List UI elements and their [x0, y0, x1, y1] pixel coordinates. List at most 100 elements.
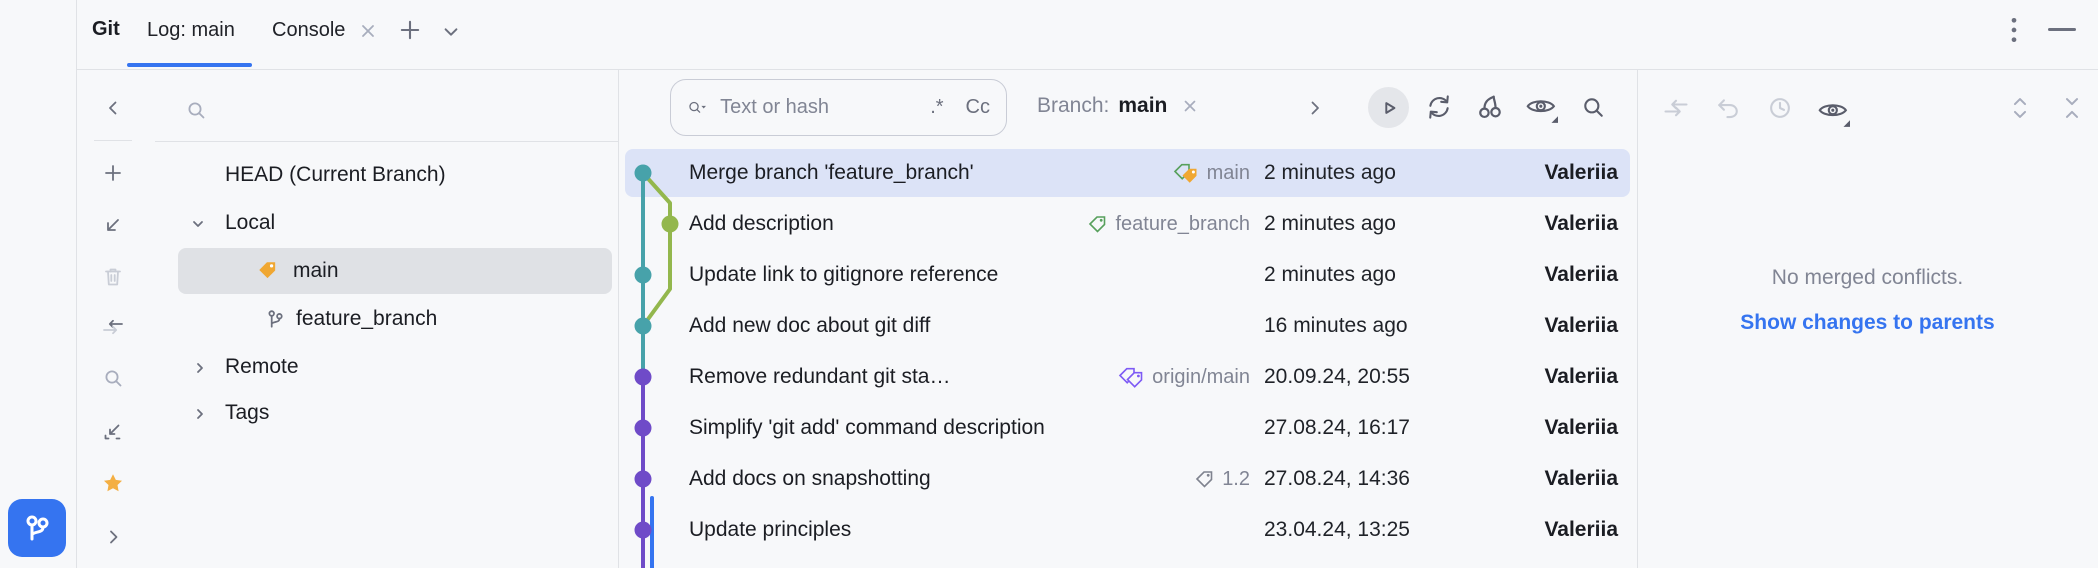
- eye-icon[interactable]: [1816, 96, 1852, 128]
- ref-label: main: [1206, 161, 1250, 184]
- search-icon[interactable]: [101, 366, 125, 390]
- log-search-input[interactable]: [718, 95, 909, 120]
- tree-item-remote[interactable]: Remote: [225, 355, 299, 378]
- remove-filter-icon[interactable]: [1181, 97, 1199, 115]
- tab-log-main[interactable]: Log: main: [147, 19, 235, 41]
- tab-console[interactable]: Console: [272, 19, 346, 41]
- commit-author: Valeriia: [1544, 212, 1618, 235]
- commit-node: [634, 470, 652, 488]
- chevron-collapsed-icon[interactable]: [188, 356, 212, 380]
- commit-message: Remove redundant git sta…: [689, 365, 951, 388]
- commit-message: Merge branch 'feature_branch': [689, 161, 974, 184]
- add-tab-icon[interactable]: [396, 16, 424, 44]
- expand-all-icon[interactable]: [2006, 94, 2034, 122]
- play-icon: [1384, 101, 1395, 114]
- commit-row[interactable]: Add description feature_branch 2 minutes…: [625, 200, 1630, 248]
- regex-toggle[interactable]: .*: [930, 96, 944, 118]
- eye-icon[interactable]: [1524, 92, 1560, 124]
- commit-row[interactable]: Simplify 'git add' command description 2…: [625, 404, 1630, 452]
- search-icon[interactable]: [184, 98, 208, 122]
- minimize-icon[interactable]: [2048, 28, 2076, 31]
- double-tag-icon: [1173, 163, 1197, 183]
- commit-node: [634, 266, 652, 284]
- rollback-icon[interactable]: [1714, 94, 1742, 122]
- commit-author: Valeriia: [1544, 416, 1618, 439]
- delete-icon[interactable]: [101, 265, 125, 289]
- tag-icon: [1196, 470, 1213, 488]
- chevron-right-icon[interactable]: [101, 525, 125, 549]
- show-changes-link[interactable]: Show changes to parents: [1740, 311, 1995, 334]
- branch-filter-value: main: [1118, 94, 1168, 117]
- commit-row[interactable]: Update link to gitignore reference 2 min…: [625, 251, 1630, 299]
- commit-author: Valeriia: [1544, 161, 1618, 184]
- commit-message: Update link to gitignore reference: [689, 263, 999, 286]
- merge-conflicts-status: No merged conflicts.: [1771, 266, 1964, 289]
- commit-row[interactable]: Add new doc about git diff 16 minutes ag…: [625, 302, 1630, 350]
- collapse-diagonal-icon[interactable]: [101, 419, 125, 443]
- checkout-arrow-icon[interactable]: [101, 213, 125, 237]
- commit-date: 27.08.24, 16:17: [1264, 416, 1410, 439]
- branch-filter[interactable]: Branch: main: [1037, 94, 1199, 118]
- commit-node: [634, 164, 652, 182]
- commit-refs: feature_branch: [1087, 213, 1250, 236]
- commit-node: [634, 368, 652, 386]
- commit-graph: [634, 164, 679, 568]
- commit-date: 23.04.24, 13:25: [1264, 518, 1410, 541]
- commit-node: [634, 521, 652, 539]
- commit-list: Merge branch 'feature_branch' main 2 min…: [618, 141, 1637, 568]
- tree-item-main[interactable]: main: [293, 259, 339, 282]
- chevron-expanded-icon[interactable]: [186, 212, 210, 236]
- commit-author: Valeriia: [1544, 314, 1618, 337]
- commit-author: Valeriia: [1544, 365, 1618, 388]
- tree-item-feature-branch[interactable]: feature_branch: [296, 307, 438, 330]
- commit-author: Valeriia: [1544, 467, 1618, 490]
- search-icon[interactable]: [1579, 93, 1607, 121]
- commit-row[interactable]: Remove redundant git sta… origin/main 20…: [625, 353, 1630, 401]
- commit-row[interactable]: Update principles 23.04.24, 13:25 Valeri…: [625, 506, 1630, 554]
- commit-row[interactable]: Add docs on snapshotting 1.2 27.08.24, 1…: [625, 455, 1630, 503]
- close-icon[interactable]: [358, 21, 378, 41]
- collapse-all-icon[interactable]: [2058, 94, 2086, 122]
- ref-label: feature_branch: [1115, 212, 1250, 235]
- commit-row-selected[interactable]: Merge branch 'feature_branch' main 2 min…: [625, 149, 1630, 197]
- compare-icon[interactable]: [1662, 94, 1690, 122]
- commit-date: 16 minutes ago: [1264, 314, 1408, 337]
- commit-message: Add description: [689, 212, 834, 235]
- chevron-down-icon[interactable]: [438, 19, 464, 45]
- favorites-star-icon[interactable]: [101, 471, 125, 495]
- cherry-pick-icon[interactable]: [1474, 90, 1506, 122]
- hide-panel-icon[interactable]: [101, 96, 125, 120]
- tree-item-local[interactable]: Local: [225, 211, 276, 234]
- chevron-collapsed-icon[interactable]: [188, 402, 212, 426]
- git-toolwindow-icon[interactable]: [8, 499, 66, 557]
- compare-icon[interactable]: [101, 315, 125, 339]
- tag-icon: [1089, 215, 1106, 233]
- more-vertical-icon[interactable]: [2008, 16, 2020, 44]
- tree-item-tags[interactable]: Tags: [225, 401, 270, 424]
- commit-date: 2 minutes ago: [1264, 263, 1396, 286]
- active-tab-indicator: [127, 63, 252, 67]
- ref-label: origin/main: [1152, 365, 1250, 388]
- match-case-toggle[interactable]: Cc: [965, 96, 990, 118]
- commit-refs: main: [1173, 162, 1250, 185]
- commit-date: 27.08.24, 14:36: [1264, 467, 1410, 490]
- tool-window-title: Git: [92, 18, 120, 40]
- go-to-hash-play-button[interactable]: [1368, 87, 1409, 128]
- tag-icon: [259, 262, 276, 279]
- commit-date: 2 minutes ago: [1264, 212, 1396, 235]
- log-search-field[interactable]: .* Cc: [670, 79, 1007, 136]
- ref-label: 1.2: [1222, 467, 1250, 490]
- commit-node: [634, 317, 652, 335]
- branch-filter-label: Branch:: [1037, 94, 1110, 117]
- search-icon: [689, 101, 706, 113]
- more-filters-chevron-icon[interactable]: [1303, 96, 1327, 120]
- tree-item-head[interactable]: HEAD (Current Branch): [225, 163, 446, 186]
- commit-date: 2 minutes ago: [1264, 161, 1396, 184]
- double-tag-icon: [1119, 367, 1143, 388]
- graph-edge-green: [641, 171, 672, 328]
- refresh-icon[interactable]: [1424, 92, 1454, 122]
- commit-message: Add new doc about git diff: [689, 314, 931, 337]
- history-icon[interactable]: [1766, 94, 1794, 122]
- add-icon[interactable]: [101, 161, 125, 185]
